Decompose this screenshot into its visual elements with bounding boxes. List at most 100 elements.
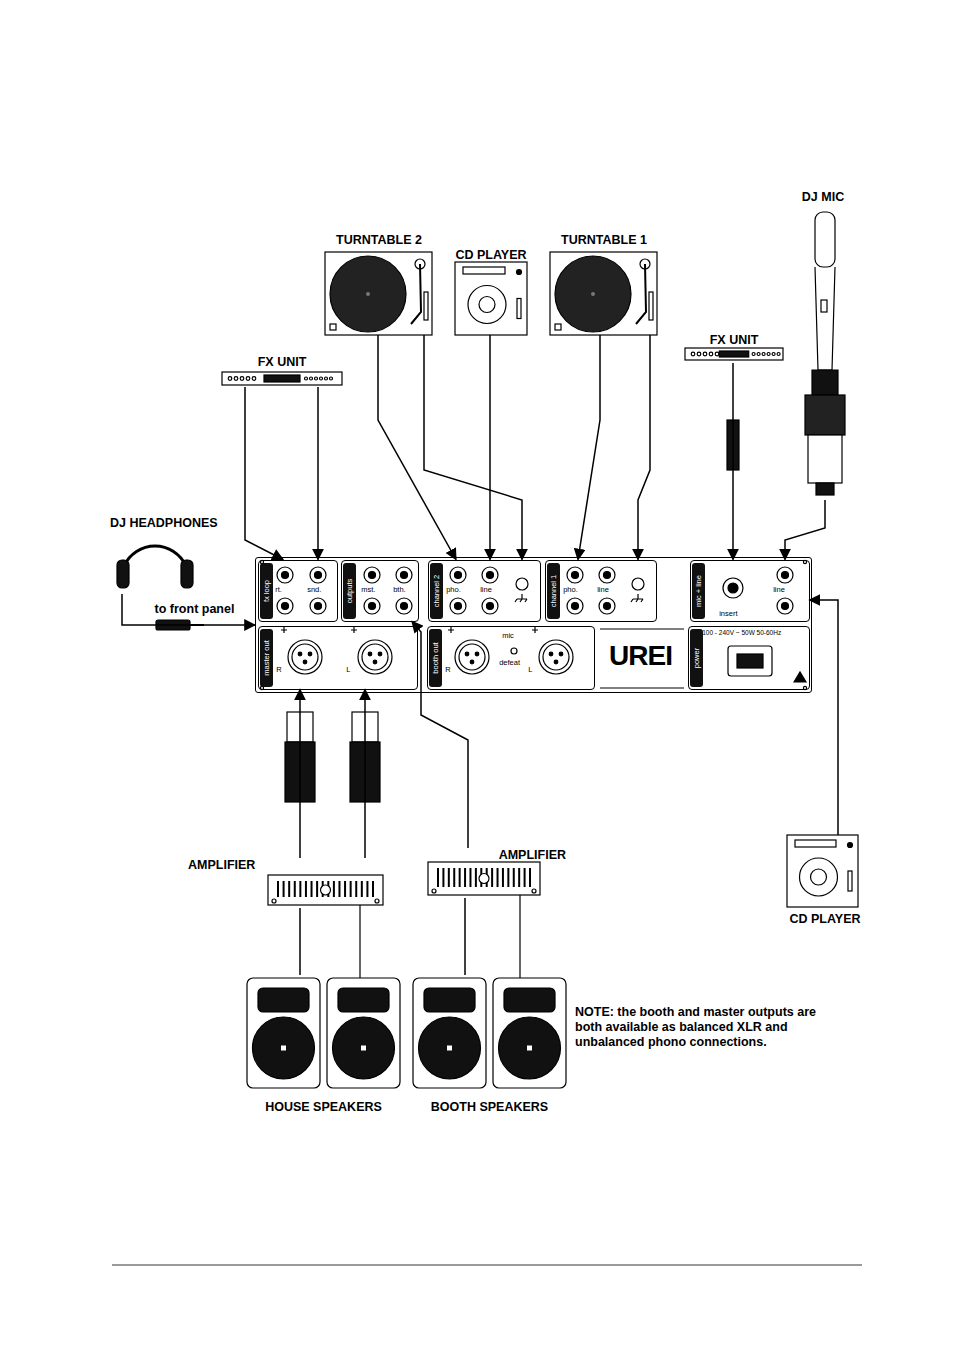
vent-fin <box>442 868 444 887</box>
jack-label: insert <box>719 610 737 618</box>
vent-fin <box>299 881 301 897</box>
rca-pin <box>572 603 579 610</box>
cd-body <box>787 835 858 907</box>
display <box>795 840 836 847</box>
device-label: BOOTH SPEAKERS <box>431 1100 548 1115</box>
vent-fin <box>459 868 461 887</box>
xlr-section: master outRL <box>258 626 418 690</box>
section-label: power <box>690 629 703 687</box>
knob <box>246 377 250 381</box>
jack-label: mst. <box>361 586 375 594</box>
rca-pin <box>369 603 376 610</box>
display <box>463 267 505 274</box>
jack-hole <box>728 583 738 593</box>
knob <box>272 899 276 903</box>
cd-body <box>455 262 527 335</box>
knob <box>752 353 755 356</box>
button <box>848 843 853 848</box>
iec-pins <box>737 654 763 668</box>
vent-fin <box>283 881 285 897</box>
cable <box>424 335 522 560</box>
vent-fin <box>361 881 363 897</box>
knob <box>715 352 719 356</box>
knob <box>777 353 780 356</box>
rca-pin <box>282 603 289 610</box>
rca-jack <box>450 567 466 583</box>
turntable-body <box>550 252 657 335</box>
woofer <box>333 1017 395 1079</box>
turntable: TURNTABLE 1 <box>550 233 658 335</box>
jack-socket <box>723 578 743 598</box>
jack-label: line <box>480 586 492 594</box>
vent-fin <box>355 881 357 897</box>
knob <box>757 353 760 356</box>
spindle <box>366 292 370 296</box>
cable <box>364 690 366 859</box>
shape <box>470 660 474 664</box>
logo-badge <box>479 874 489 884</box>
device-label: DJ MIC <box>802 190 844 205</box>
jack-section: fx looprt.snd. <box>258 560 338 622</box>
knob <box>320 377 323 380</box>
page-rule <box>112 1265 862 1266</box>
jack-section: channel 1pho.line <box>545 560 657 622</box>
knob <box>432 889 436 893</box>
cable <box>810 600 839 835</box>
rca-jack <box>567 567 583 583</box>
xlr-socket <box>292 644 318 670</box>
speaker-cabinet <box>327 978 400 1088</box>
vent-fin <box>305 881 307 897</box>
mic-defeat-switch <box>511 648 517 654</box>
speaker-pair: BOOTH SPEAKERS <box>411 975 568 1115</box>
xlr-socket <box>459 644 485 670</box>
rca-pin <box>604 572 611 579</box>
mic-head <box>815 212 835 267</box>
rca-jack <box>310 567 326 583</box>
rca-pin <box>782 603 789 610</box>
speaker-cabinet <box>247 978 320 1088</box>
plus-mark <box>281 627 287 633</box>
xlr-socket <box>543 644 569 670</box>
pitch-slider <box>517 299 521 319</box>
shape <box>549 652 553 656</box>
screw <box>803 560 806 563</box>
vent-fin <box>338 881 340 897</box>
knob <box>228 377 232 381</box>
rca-jack <box>310 598 326 614</box>
jack-label: R <box>276 666 281 674</box>
amplifier: AMPLIFIER <box>426 848 566 898</box>
plus-mark <box>532 627 538 633</box>
device-label: CD PLAYER <box>789 912 860 927</box>
vent-fin <box>529 868 531 887</box>
woofer <box>499 1017 561 1079</box>
shape <box>303 660 307 664</box>
rca-pin <box>572 572 579 579</box>
shape <box>368 652 372 656</box>
warning-triangle <box>794 672 806 682</box>
cable <box>412 622 468 849</box>
vent-fin <box>437 868 439 887</box>
rca-jack <box>450 598 466 614</box>
device-label: FX UNIT <box>258 355 307 370</box>
shape <box>308 652 312 656</box>
mic-switch <box>821 300 827 312</box>
shape <box>475 652 479 656</box>
knob <box>772 353 775 356</box>
rca-pin <box>401 603 408 610</box>
cable <box>578 335 600 560</box>
vent-fin <box>333 881 335 897</box>
rca-pin <box>604 603 611 610</box>
speaker-wire <box>519 895 520 978</box>
vent-fin <box>294 881 296 897</box>
rca-jack <box>396 567 412 583</box>
rca-pin <box>455 603 462 610</box>
vent-fin <box>277 881 279 897</box>
jog-wheel <box>800 858 838 896</box>
knob <box>310 377 313 380</box>
pitch-slider <box>424 292 428 320</box>
horn <box>504 988 555 1012</box>
rca-jack <box>777 598 793 614</box>
xlr-plug-body <box>805 395 845 435</box>
xlr-jack <box>455 640 489 674</box>
jack-label: L <box>346 666 350 674</box>
